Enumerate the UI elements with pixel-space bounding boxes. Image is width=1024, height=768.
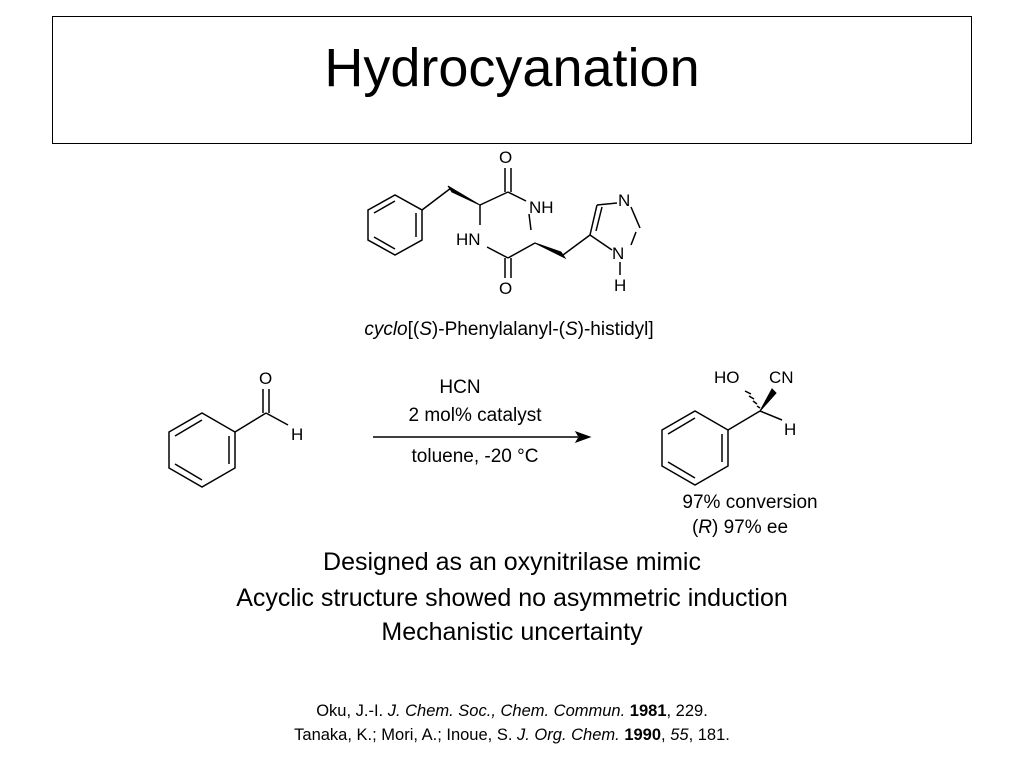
product-phenyl-ring [661, 410, 729, 486]
wedge-bond [759, 388, 777, 412]
benzaldehyde-phenyl-ring [168, 412, 236, 488]
atom-label-n: N [618, 191, 630, 210]
bond [667, 461, 696, 479]
bond [667, 417, 696, 435]
atom-label-n: N [612, 244, 624, 263]
atom-label-cn: CN [769, 368, 794, 387]
reference: Tanaka, K.; Mori, A.; Inoue, S. J. Org. … [294, 726, 730, 744]
arrow-head [574, 431, 592, 443]
bond [479, 191, 509, 206]
bond [596, 202, 618, 206]
bond [630, 231, 637, 246]
bond [265, 412, 289, 426]
bond [562, 234, 591, 256]
hash-bond [748, 395, 755, 400]
atom-label-ho: HO [714, 368, 740, 387]
bond [528, 213, 532, 231]
hash-bond [744, 390, 752, 395]
bullet-point: Mechanistic uncertainty [381, 618, 643, 646]
bond [234, 412, 267, 433]
catalyst-structure: O NH HN O N N H [367, 148, 641, 298]
hash-bond [756, 405, 761, 409]
atom-label-nh: NH [529, 198, 554, 217]
bond [759, 410, 783, 421]
atom-label-o: O [499, 279, 512, 298]
atom-label-hn: HN [456, 230, 481, 249]
bond [373, 236, 396, 250]
wedge-bond [534, 242, 567, 260]
catalyst-name: cyclo[(S)-Phenylalanyl-(S)-histidyl] [364, 319, 654, 340]
atom-label-h: H [784, 420, 796, 439]
bond [507, 191, 527, 202]
bond [589, 234, 613, 251]
bond [421, 187, 452, 211]
reaction-arrow [373, 431, 592, 443]
reaction-conditions: toluene, -20 °C [411, 446, 539, 467]
reference: Oku, J.-I. J. Chem. Soc., Chem. Commun. … [316, 702, 708, 720]
atom-label-h: H [291, 425, 303, 444]
atom-label-o: O [499, 148, 512, 167]
result-ee: (R) 97% ee [691, 517, 789, 538]
reagent-catalyst: 2 mol% catalyst [408, 405, 542, 426]
product-structure: HO CN H [661, 368, 796, 486]
hash-bond [752, 400, 758, 405]
bond [174, 419, 203, 437]
bullet-point: Acyclic structure showed no asymmetric i… [236, 584, 788, 612]
title-box: Hydrocyanation [52, 16, 972, 144]
catalyst-phenyl-ring [367, 194, 423, 256]
slide-title: Hydrocyanation [324, 38, 700, 98]
benzaldehyde-structure: O H [168, 369, 303, 488]
bond [507, 242, 536, 259]
bond [595, 206, 603, 232]
bond [589, 204, 598, 236]
bond [727, 410, 761, 431]
reagent-hcn: HCN [439, 377, 481, 398]
bond [486, 246, 509, 259]
atom-label-h: H [614, 276, 626, 295]
result-conversion: 97% conversion [682, 492, 818, 513]
wedge-bond [447, 185, 481, 206]
bond [630, 206, 641, 229]
bond [373, 200, 396, 214]
atom-label-o: O [259, 369, 272, 388]
bond [174, 463, 203, 481]
bullet-point: Designed as an oxynitrilase mimic [323, 548, 701, 576]
